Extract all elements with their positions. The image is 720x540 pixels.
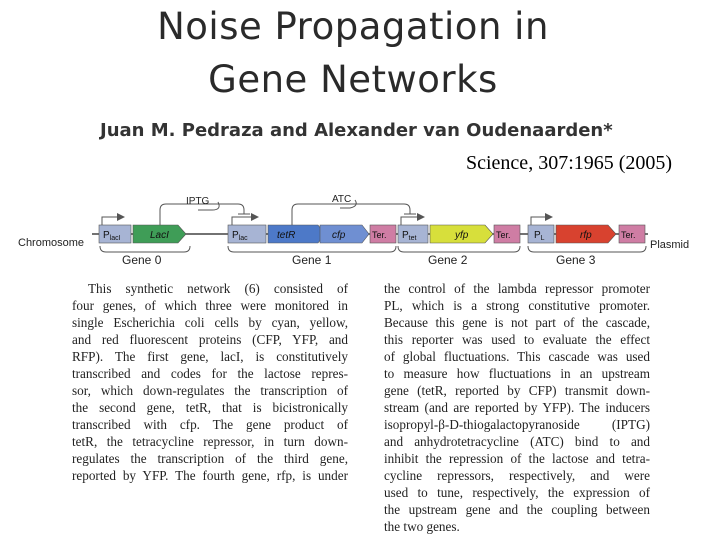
inducer-atc: ATC: [332, 194, 351, 205]
chromosome-label: Chromosome: [18, 237, 84, 249]
svg-text:Ter.: Ter.: [496, 230, 511, 240]
gene-yfp: yfp: [429, 224, 494, 244]
text-line: inhibit the repression of the lactose an…: [384, 451, 650, 466]
gene-cfp: cfp: [319, 224, 370, 244]
svg-text:yfp: yfp: [454, 230, 469, 241]
text-line: PL, which is a strong constitutive promo…: [384, 298, 650, 313]
text-line: stream (and are reported by YFP). The in…: [384, 400, 650, 415]
svg-text:Plac: Plac: [232, 230, 248, 242]
promoter-plac: Plac: [227, 224, 267, 244]
text-line: This synthetic network (6) consisted of: [88, 281, 348, 296]
gene-laci: LacI: [132, 224, 187, 244]
svg-text:Ter.: Ter.: [372, 230, 387, 240]
citation: Science, 307:1965 (2005): [466, 152, 673, 174]
text-line: single Escherichia coli cells by cyan, y…: [72, 315, 348, 330]
text-line: transcribed and codes for the lactose re…: [72, 366, 348, 381]
terminator-1: Ter.: [369, 224, 397, 244]
body-column-right: the control of the lambda repressor prom…: [384, 280, 650, 535]
text-line: regulates the transcription of the third…: [72, 451, 348, 466]
text-line: four genes, of which three were monitore…: [72, 298, 348, 313]
text-line: isopropyl-β-D-thiogalactopyranoside (IPT…: [384, 417, 650, 432]
text-line: the control of the lambda repressor prom…: [384, 281, 650, 296]
text-line: the second gene, tetR, that is bicistron…: [72, 400, 348, 415]
text-line: the two genes.: [384, 519, 460, 534]
text-line: cycline repressors, respectively, and we…: [384, 468, 650, 483]
svg-text:Ptet: Ptet: [402, 230, 417, 242]
gene-label-2: Gene 2: [428, 253, 468, 267]
gene-tetr: tetR: [267, 224, 326, 244]
gene-rfp: rfp: [555, 224, 617, 244]
text-line: of global fluctuations. This cascade was…: [384, 349, 650, 364]
authors: Juan M. Pedraza and Alexander van Oudena…: [100, 120, 613, 141]
text-line: and red fluorescent proteins (CFP, YFP, …: [72, 332, 348, 347]
title-line-2: Gene Networks: [208, 58, 498, 101]
gene-label-0: Gene 0: [122, 253, 162, 267]
body-column-left: This synthetic network (6) consisted of …: [72, 280, 348, 484]
gene-brackets: [99, 245, 647, 253]
svg-text:cfp: cfp: [332, 230, 346, 241]
gene-network-diagram: Chromosome Plasmid PlacI LacI Plac tetR …: [18, 194, 689, 267]
svg-text:rfp: rfp: [580, 230, 592, 241]
text-line: RFP). The first gene, lacI, is constitut…: [72, 349, 348, 364]
terminator-3: Ter.: [618, 224, 646, 244]
gene-label-1: Gene 1: [292, 253, 332, 267]
text-line: gene (tetR, reported by CFP) transmit do…: [384, 383, 650, 398]
transcription-arrows: [101, 213, 553, 225]
text-line: to measure how fluctuations in an upstre…: [384, 366, 650, 381]
plasmid-label: Plasmid: [650, 239, 689, 251]
inducer-iptg: IPTG: [186, 196, 210, 207]
svg-text:PlacI: PlacI: [103, 230, 121, 242]
text-line: reported by YFP. The fourth gene, rfp, i…: [72, 468, 348, 483]
svg-text:Ter.: Ter.: [621, 230, 636, 240]
text-line: transcribed with cfp. The gene product o…: [72, 417, 348, 432]
svg-text:tetR: tetR: [277, 230, 295, 241]
promoter-placi: PlacI: [98, 224, 132, 244]
promoter-ptet: Ptet: [397, 224, 429, 244]
promoter-pl: PL: [527, 224, 555, 244]
text-line: the upstream gene and the coupling betwe…: [384, 502, 650, 517]
text-line: and anhydrotetracycline (ATC) bind to an…: [384, 434, 650, 449]
gene-label-3: Gene 3: [556, 253, 596, 267]
text-line: sor, which down-regulates the transcript…: [72, 383, 348, 398]
text-line: tetR, the tetracycline repressor, in tur…: [72, 434, 348, 449]
terminator-2: Ter.: [493, 224, 521, 244]
title-line-1: Noise Propagation in: [157, 5, 549, 48]
svg-text:LacI: LacI: [150, 230, 169, 241]
text-line: this reporter was used to evaluate the e…: [384, 332, 650, 347]
svg-text:PL: PL: [534, 230, 545, 242]
regulation-arcs: [159, 199, 416, 225]
text-line: used to tune, respectively, the expressi…: [384, 485, 650, 500]
text-line: Because this gene is not part of the cas…: [384, 315, 650, 330]
